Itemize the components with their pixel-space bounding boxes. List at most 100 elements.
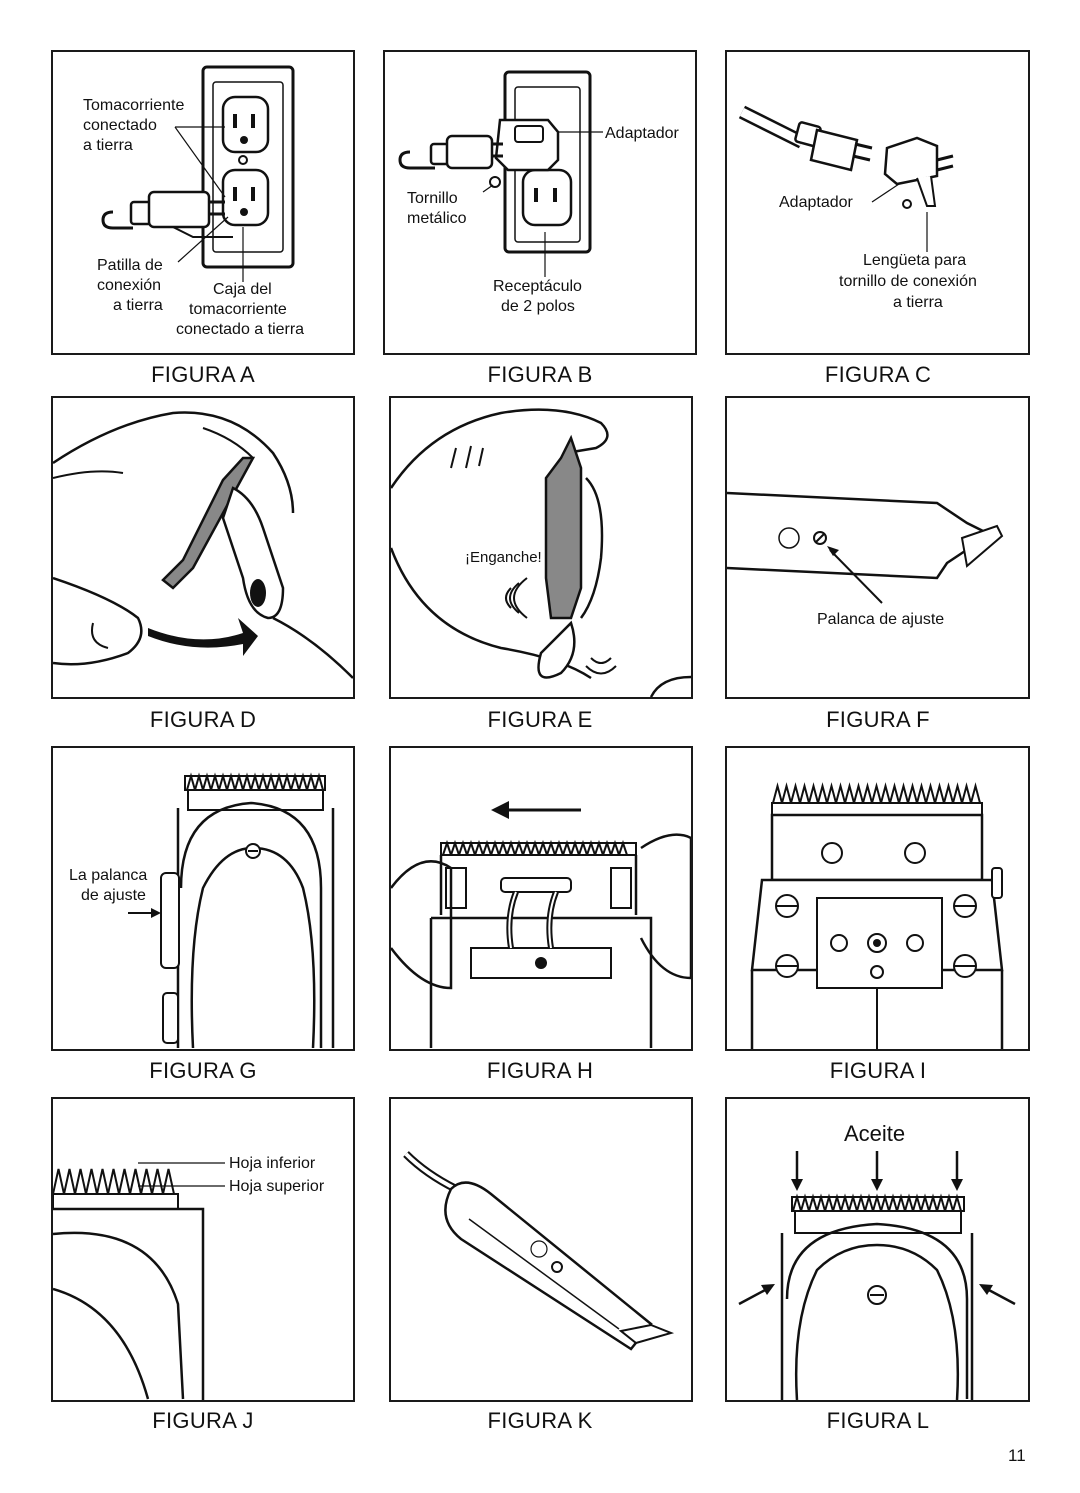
- label-enganche: ¡Enganche!: [465, 549, 542, 566]
- label-lengueta-para: Lengüeta para: [863, 252, 967, 269]
- blade-tooth: [970, 782, 981, 804]
- blade-tooth: [298, 772, 308, 791]
- label-conexion: conexión: [97, 277, 162, 294]
- label-patilla-de: Patilla de: [97, 257, 163, 274]
- blade-tooth: [194, 772, 204, 791]
- blade-tooth: [129, 1168, 142, 1195]
- blade-tooth: [934, 782, 945, 804]
- label-tornillo-de-conexion: tornillo de conexión: [839, 273, 977, 290]
- blade-tooth: [234, 772, 244, 791]
- label-palanca-de-ajuste: Palanca de ajuste: [817, 611, 945, 628]
- clipper-front-lever-illustration: [128, 772, 335, 1049]
- blade-tooth: [864, 1193, 874, 1212]
- label-conectado-a-tierra: conectado a tierra: [176, 321, 305, 338]
- blade-tooth: [85, 1168, 98, 1195]
- blade-tooth: [799, 782, 810, 804]
- blade-tooth: [862, 782, 873, 804]
- blade-tooth: [250, 772, 260, 791]
- blade-tooth: [458, 839, 468, 856]
- blade-tooth: [186, 772, 196, 791]
- figure-d-panel: [51, 396, 355, 699]
- label-de-2-polos: de 2 polos: [501, 298, 575, 315]
- caption-figura-e: FIGURA E: [487, 707, 593, 732]
- blade-tooth: [792, 1193, 802, 1212]
- caption-figura-k: FIGURA K: [487, 1408, 593, 1433]
- blade-tooth: [808, 1193, 818, 1212]
- blade-tooth: [888, 1193, 898, 1212]
- blade-screws-illustration: [750, 782, 1004, 1049]
- figure-h-panel: [389, 746, 693, 1051]
- blade-tooth: [202, 772, 212, 791]
- blade-tooth: [907, 782, 918, 804]
- caption-figura-d: FIGURA D: [149, 707, 257, 732]
- blade-tooth: [952, 1193, 962, 1212]
- blade-tooth: [871, 782, 882, 804]
- blade-tooth: [832, 1193, 842, 1212]
- blade-tooth: [602, 839, 612, 856]
- blade-tooth: [274, 772, 284, 791]
- blade-tooth: [904, 1193, 914, 1212]
- blade-tooth: [314, 772, 324, 791]
- blade-alignment-illustration: [391, 801, 691, 1048]
- blade-tooth: [808, 782, 819, 804]
- blade-tooth: [578, 839, 588, 856]
- blade-tooth: [952, 782, 963, 804]
- blade-tooth: [522, 839, 532, 856]
- blade-tooth: [63, 1168, 76, 1195]
- blade-tooth: [835, 782, 846, 804]
- blade-click-illustration: [391, 408, 691, 697]
- blade-tooth: [538, 839, 548, 856]
- blade-tooth: [514, 839, 524, 856]
- figure-e-panel: ¡Enganche!: [389, 396, 693, 699]
- blade-tooth: [928, 1193, 938, 1212]
- label-conectado: conectado: [83, 117, 157, 134]
- oil-points-illustration: [738, 1151, 1016, 1400]
- figure-f-panel: Palanca de ajuste: [725, 396, 1030, 699]
- blade-tooth: [826, 782, 837, 804]
- blade-tooth: [586, 839, 596, 856]
- blade-tooth: [466, 839, 476, 856]
- blade-tooth: [306, 772, 316, 791]
- blade-tooth: [943, 782, 954, 804]
- label-la-palanca: La palanca: [69, 867, 148, 884]
- blade-tooth: [506, 839, 516, 856]
- label-caja-del: Caja del: [213, 281, 272, 298]
- blade-tooth: [816, 1193, 826, 1212]
- caption-figura-l: FIGURA L: [826, 1408, 930, 1433]
- blade-tooth: [844, 782, 855, 804]
- blade-tooth: [290, 772, 300, 791]
- blade-tooth: [840, 1193, 850, 1212]
- blade-tooth: [118, 1168, 131, 1195]
- blade-tooth: [282, 772, 292, 791]
- blade-tooth: [880, 782, 891, 804]
- blade-tooth: [53, 1168, 65, 1195]
- label-receptaculo: Receptáculo: [493, 278, 582, 295]
- blade-tooth: [210, 772, 220, 791]
- blade-tooth: [140, 1168, 153, 1195]
- caption-figura-c: FIGURA C: [824, 362, 932, 387]
- blade-tooth: [226, 772, 236, 791]
- blade-tooth: [772, 782, 783, 804]
- figure-l-panel: Aceite: [725, 1097, 1030, 1402]
- caption-figura-j: FIGURA J: [152, 1408, 254, 1433]
- blade-tooth: [961, 782, 972, 804]
- blade-tooth: [880, 1193, 890, 1212]
- blade-tooth: [107, 1168, 120, 1195]
- blade-tooth: [218, 772, 228, 791]
- blade-tooth: [916, 782, 927, 804]
- label-a-tierra: a tierra: [83, 137, 133, 154]
- label-de-ajuste: de ajuste: [81, 887, 146, 904]
- label-tomacorriente: Tomacorriente: [83, 97, 185, 114]
- blade-tooth: [610, 839, 620, 856]
- label-metalico: metálico: [407, 210, 467, 227]
- caption-figura-h: FIGURA H: [486, 1058, 594, 1083]
- figure-j-panel: Hoja inferior Hoja superior: [51, 1097, 355, 1402]
- blade-tooth: [853, 782, 864, 804]
- label-aceite: Aceite: [844, 1121, 906, 1146]
- blade-tooth: [562, 839, 572, 856]
- blade-tooth: [96, 1168, 109, 1195]
- blade-tooth: [570, 839, 580, 856]
- blade-tooth: [498, 839, 508, 856]
- blade-tooth: [856, 1193, 866, 1212]
- label-hoja-inferior: Hoja inferior: [229, 1155, 316, 1172]
